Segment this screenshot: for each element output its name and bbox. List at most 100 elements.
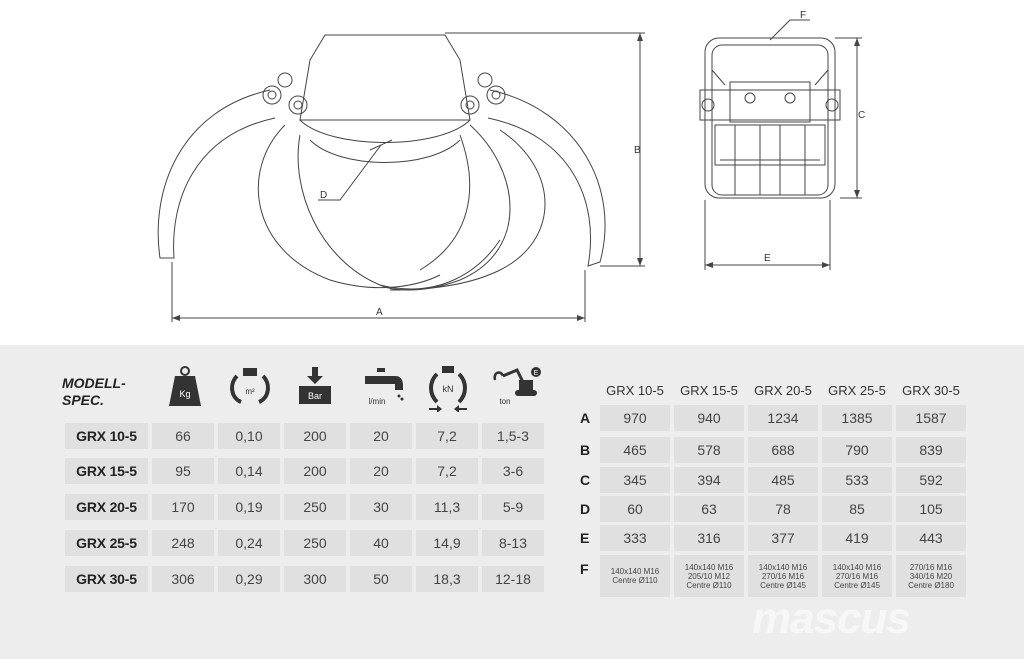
- dim-label-b: B: [634, 145, 641, 156]
- mount-spec-line: Centre Ø110: [686, 580, 732, 590]
- dim-cell: 1385: [822, 405, 892, 431]
- flow-icon: l/min: [365, 368, 404, 406]
- dim-cell: 140x140 M16 Centre Ø110: [600, 555, 670, 597]
- force-icon-cell: kN: [418, 364, 478, 414]
- header-line-2: SPEC.: [62, 392, 105, 408]
- dim-cell: 443: [896, 525, 966, 551]
- grab-area-icon: m²: [230, 368, 270, 404]
- dim-label-f: F: [800, 10, 806, 21]
- mount-spec-line: 205/10 M12: [687, 571, 731, 581]
- pressure-cell: 200: [284, 423, 346, 449]
- dim-cell: 270/16 M16 340/16 M20 Centre Ø180: [896, 555, 966, 597]
- flow-cell: 20: [350, 423, 412, 449]
- dim-cell: 78: [748, 496, 818, 522]
- force-cell: 18,3: [416, 566, 478, 592]
- dim-row-d: D 60 63 78 85 105: [580, 496, 966, 522]
- area-cell: 0,19: [218, 494, 280, 520]
- dim-letter: B: [580, 442, 591, 458]
- area-cell: 0,14: [218, 458, 280, 484]
- table-row: GRX 20-5 170 0,19 250 30 11,3 5-9: [65, 494, 544, 520]
- header-line-1: MODELL-: [62, 375, 126, 391]
- model-cell: GRX 15-5: [65, 458, 148, 484]
- svg-text:E: E: [534, 370, 539, 377]
- dim-letter: F: [580, 561, 589, 577]
- svg-text:Kg: Kg: [179, 389, 190, 399]
- dim-cell: 839: [896, 437, 966, 463]
- dim-cell: 140x140 M16 270/16 M16 Centre Ø145: [748, 555, 818, 597]
- grab-area-icon-cell: m²: [220, 364, 280, 414]
- pressure-cell: 250: [284, 494, 346, 520]
- dim-letter: A: [580, 410, 591, 426]
- dim-cell: 377: [748, 525, 818, 551]
- dim-cell: 688: [748, 437, 818, 463]
- pressure-cell: 250: [284, 530, 346, 556]
- svg-text:m²: m²: [245, 387, 255, 396]
- mount-spec-line: Centre Ø145: [760, 580, 806, 590]
- dim-table-header: GRX 15-5: [680, 383, 738, 398]
- svg-text:l/min: l/min: [369, 397, 386, 406]
- mount-spec-line: 140x140 M16: [758, 562, 808, 572]
- mount-spec-line: 140x140 M16: [684, 562, 734, 572]
- dim-row-a: A 970 940 1234 1385 1587: [580, 405, 966, 431]
- pressure-cell: 300: [284, 566, 346, 592]
- area-cell: 0,29: [218, 566, 280, 592]
- model-cell: GRX 10-5: [65, 423, 148, 449]
- area-cell: 0,10: [218, 423, 280, 449]
- mount-spec-line: 140x140 M16: [832, 562, 882, 572]
- dim-cell: 140x140 M16 205/10 M12 Centre Ø110: [674, 555, 744, 597]
- mount-spec-line: Centre Ø180: [908, 580, 954, 590]
- weight-cell: 95: [152, 458, 214, 484]
- flow-cell: 30: [350, 494, 412, 520]
- mount-spec-line: 270/16 M16: [761, 571, 805, 581]
- left-table-header: MODELL- SPEC.: [62, 375, 126, 409]
- excavator-icon: E ton: [493, 367, 541, 406]
- force-cell: 7,2: [416, 458, 478, 484]
- excavator-cell: 3-6: [482, 458, 544, 484]
- dim-label-c: C: [858, 110, 865, 121]
- weight-cell: 66: [152, 423, 214, 449]
- dim-label-e: E: [764, 253, 771, 264]
- dim-table-header: GRX 30-5: [902, 383, 960, 398]
- dim-cell: 1234: [748, 405, 818, 431]
- dim-label-a: A: [376, 307, 383, 318]
- dim-cell: 465: [600, 437, 670, 463]
- weight-cell: 170: [152, 494, 214, 520]
- excavator-cell: 8-13: [482, 530, 544, 556]
- weight-icon: Kg: [169, 366, 201, 406]
- dim-cell: 533: [822, 467, 892, 493]
- weight-cell: 248: [152, 530, 214, 556]
- dim-cell: 578: [674, 437, 744, 463]
- mount-spec-line: 140x140 M16: [610, 567, 660, 576]
- dim-label-d: D: [320, 190, 327, 201]
- weight-icon-cell: Kg: [155, 364, 215, 414]
- table-row: GRX 15-5 95 0,14 200 20 7,2 3-6: [65, 458, 544, 484]
- weight-cell: 306: [152, 566, 214, 592]
- dim-letter: C: [580, 472, 591, 488]
- force-cell: 11,3: [416, 494, 478, 520]
- dim-cell: 316: [674, 525, 744, 551]
- table-row: GRX 30-5 306 0,29 300 50 18,3 12-18: [65, 566, 544, 592]
- watermark: mascus: [752, 594, 911, 643]
- excavator-cell: 12-18: [482, 566, 544, 592]
- dim-table-header: GRX 25-5: [828, 383, 886, 398]
- dim-cell: 140x140 M16 270/16 M16 Centre Ø145: [822, 555, 892, 597]
- mount-spec-line: 270/16 M16: [909, 562, 953, 572]
- dim-row-e: E 333 316 377 419 443: [580, 525, 966, 551]
- model-cell: GRX 25-5: [65, 530, 148, 556]
- flow-cell: 20: [350, 458, 412, 484]
- dim-cell: 790: [822, 437, 892, 463]
- model-cell: GRX 20-5: [65, 494, 148, 520]
- excavator-icon-cell: E ton: [485, 364, 545, 414]
- dim-cell: 105: [896, 496, 966, 522]
- force-cell: 14,9: [416, 530, 478, 556]
- force-icon: kN: [429, 366, 467, 412]
- svg-text:ton: ton: [499, 397, 510, 406]
- dim-row-f: F 140x140 M16 Centre Ø110 140x140 M16 20…: [580, 555, 966, 597]
- excavator-cell: 1,5-3: [482, 423, 544, 449]
- mount-spec-line: 340/16 M20: [909, 571, 953, 581]
- dim-table-header: GRX 20-5: [754, 383, 812, 398]
- mount-spec-line: Centre Ø110: [612, 576, 658, 585]
- dim-cell: 1587: [896, 405, 966, 431]
- dim-cell: 85: [822, 496, 892, 522]
- dim-cell: 63: [674, 496, 744, 522]
